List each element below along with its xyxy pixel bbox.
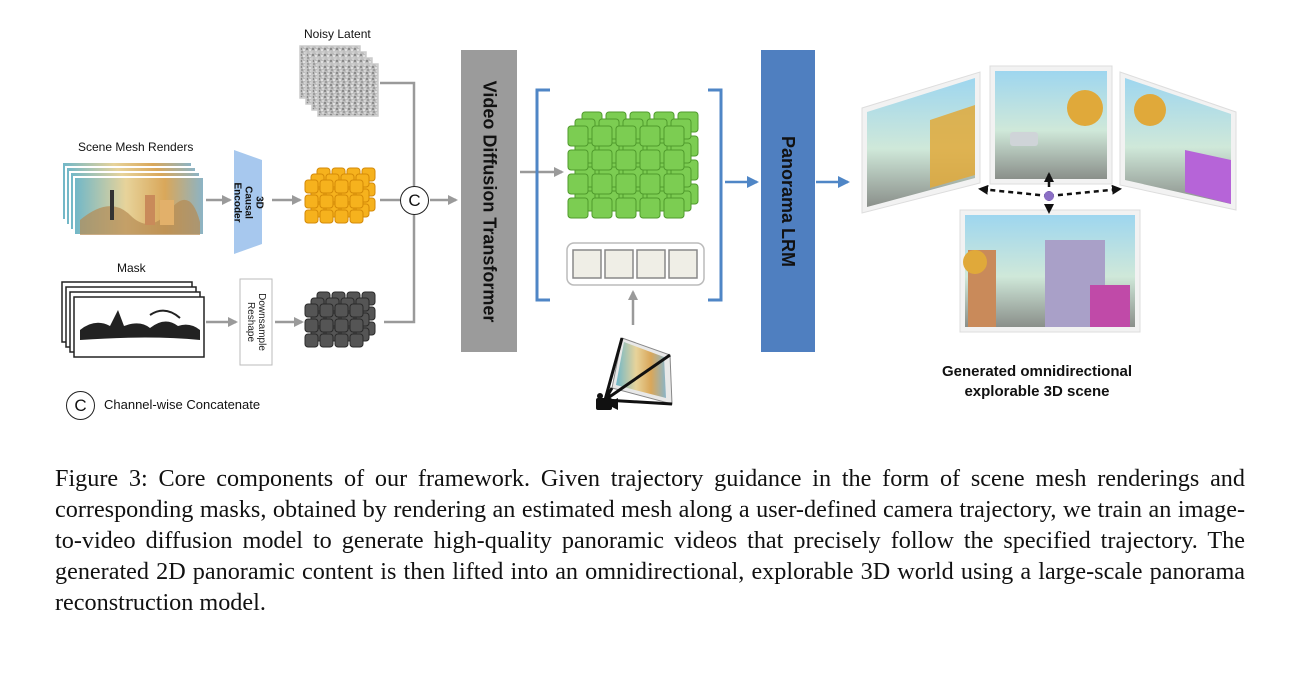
- vdt-label-box: Video Diffusion Transformer: [461, 50, 517, 352]
- downsample-label: Downsample Reshape: [245, 293, 267, 351]
- downsample-reshape-block: [239, 278, 273, 366]
- latent-cube: [349, 194, 364, 209]
- latent-cube: [319, 179, 334, 194]
- output-3d-scene-panels: [861, 65, 1237, 333]
- concat-c-icon: C: [400, 186, 429, 215]
- latent-cube: [615, 197, 637, 219]
- lrm-label: Panorama LRM: [778, 135, 799, 267]
- latent-cube: [639, 173, 661, 195]
- latent-cube: [304, 209, 319, 224]
- noisy-latent-stack: [299, 45, 379, 117]
- latent-cube: [304, 194, 319, 209]
- video-latent-tokens: [567, 111, 699, 219]
- latent-cube: [304, 318, 319, 333]
- latent-cube: [334, 318, 349, 333]
- latent-cube: [334, 333, 349, 348]
- latent-cube: [567, 197, 589, 219]
- latent-cube: [663, 173, 685, 195]
- latent-cube: [334, 194, 349, 209]
- latent-cube: [334, 179, 349, 194]
- latent-cube: [304, 179, 319, 194]
- latent-cube: [319, 318, 334, 333]
- latent-cube: [349, 333, 364, 348]
- camera-token-row: [566, 242, 705, 286]
- latent-cube: [334, 209, 349, 224]
- lrm-label-box: Panorama LRM: [761, 50, 815, 352]
- concat-legend-label: Channel-wise Concatenate: [104, 397, 261, 412]
- latent-cube: [319, 333, 334, 348]
- latent-cube: [615, 149, 637, 171]
- latent-cube: [591, 149, 613, 171]
- scene-mesh-renders-stack: [61, 161, 205, 236]
- encoder-label-box: 3D Causal Encoder: [231, 160, 265, 244]
- latent-cube: [304, 333, 319, 348]
- latent-cube: [349, 303, 364, 318]
- latent-cube: [591, 197, 613, 219]
- downsample-label-box: Downsample Reshape: [240, 279, 272, 365]
- panorama-lrm-block: [761, 50, 815, 352]
- latent-cube: [639, 125, 661, 147]
- causal-encoder-block: [234, 150, 262, 254]
- latent-cube: [319, 194, 334, 209]
- latent-cube: [639, 197, 661, 219]
- latent-cube: [591, 125, 613, 147]
- token-brackets: [535, 88, 723, 302]
- latent-cube: [334, 303, 349, 318]
- latent-cube: [591, 173, 613, 195]
- omnidirectional-center-dot: [1044, 191, 1054, 201]
- mask-label: Mask: [117, 261, 146, 275]
- latent-cube: [349, 179, 364, 194]
- scene-mesh-renders-label: Scene Mesh Renders: [78, 140, 194, 154]
- latent-cube: [567, 149, 589, 171]
- framework-diagram: [61, 45, 1237, 410]
- latent-cube: [567, 173, 589, 195]
- latent-cube: [319, 303, 334, 318]
- latent-cube: [615, 173, 637, 195]
- vdt-label: Video Diffusion Transformer: [479, 80, 500, 322]
- latent-cube: [567, 125, 589, 147]
- camera-icon: [596, 337, 673, 410]
- video-diffusion-transformer-block: [461, 50, 517, 352]
- output-label-line1: Generated omnidirectional: [941, 363, 1133, 380]
- latent-cube: [349, 318, 364, 333]
- figure-caption: Figure 3: Core components of our framewo…: [55, 465, 1245, 616]
- latent-cube: [615, 125, 637, 147]
- latent-cube: [639, 149, 661, 171]
- latent-cube: [663, 125, 685, 147]
- latent-cube: [663, 149, 685, 171]
- noisy-latent-label: Noisy Latent: [304, 27, 371, 41]
- latent-cube: [319, 209, 334, 224]
- mask-latent-cubes: [304, 291, 376, 348]
- mask-stack: [61, 281, 205, 358]
- output-label-line2: explorable 3D scene: [964, 383, 1110, 400]
- latent-cube: [663, 197, 685, 219]
- encoder-label: 3D Causal Encoder: [231, 181, 265, 223]
- scene-latent-cubes: [304, 167, 376, 224]
- concat-legend-icon: C: [66, 391, 95, 420]
- latent-cube: [349, 209, 364, 224]
- latent-cube: [304, 303, 319, 318]
